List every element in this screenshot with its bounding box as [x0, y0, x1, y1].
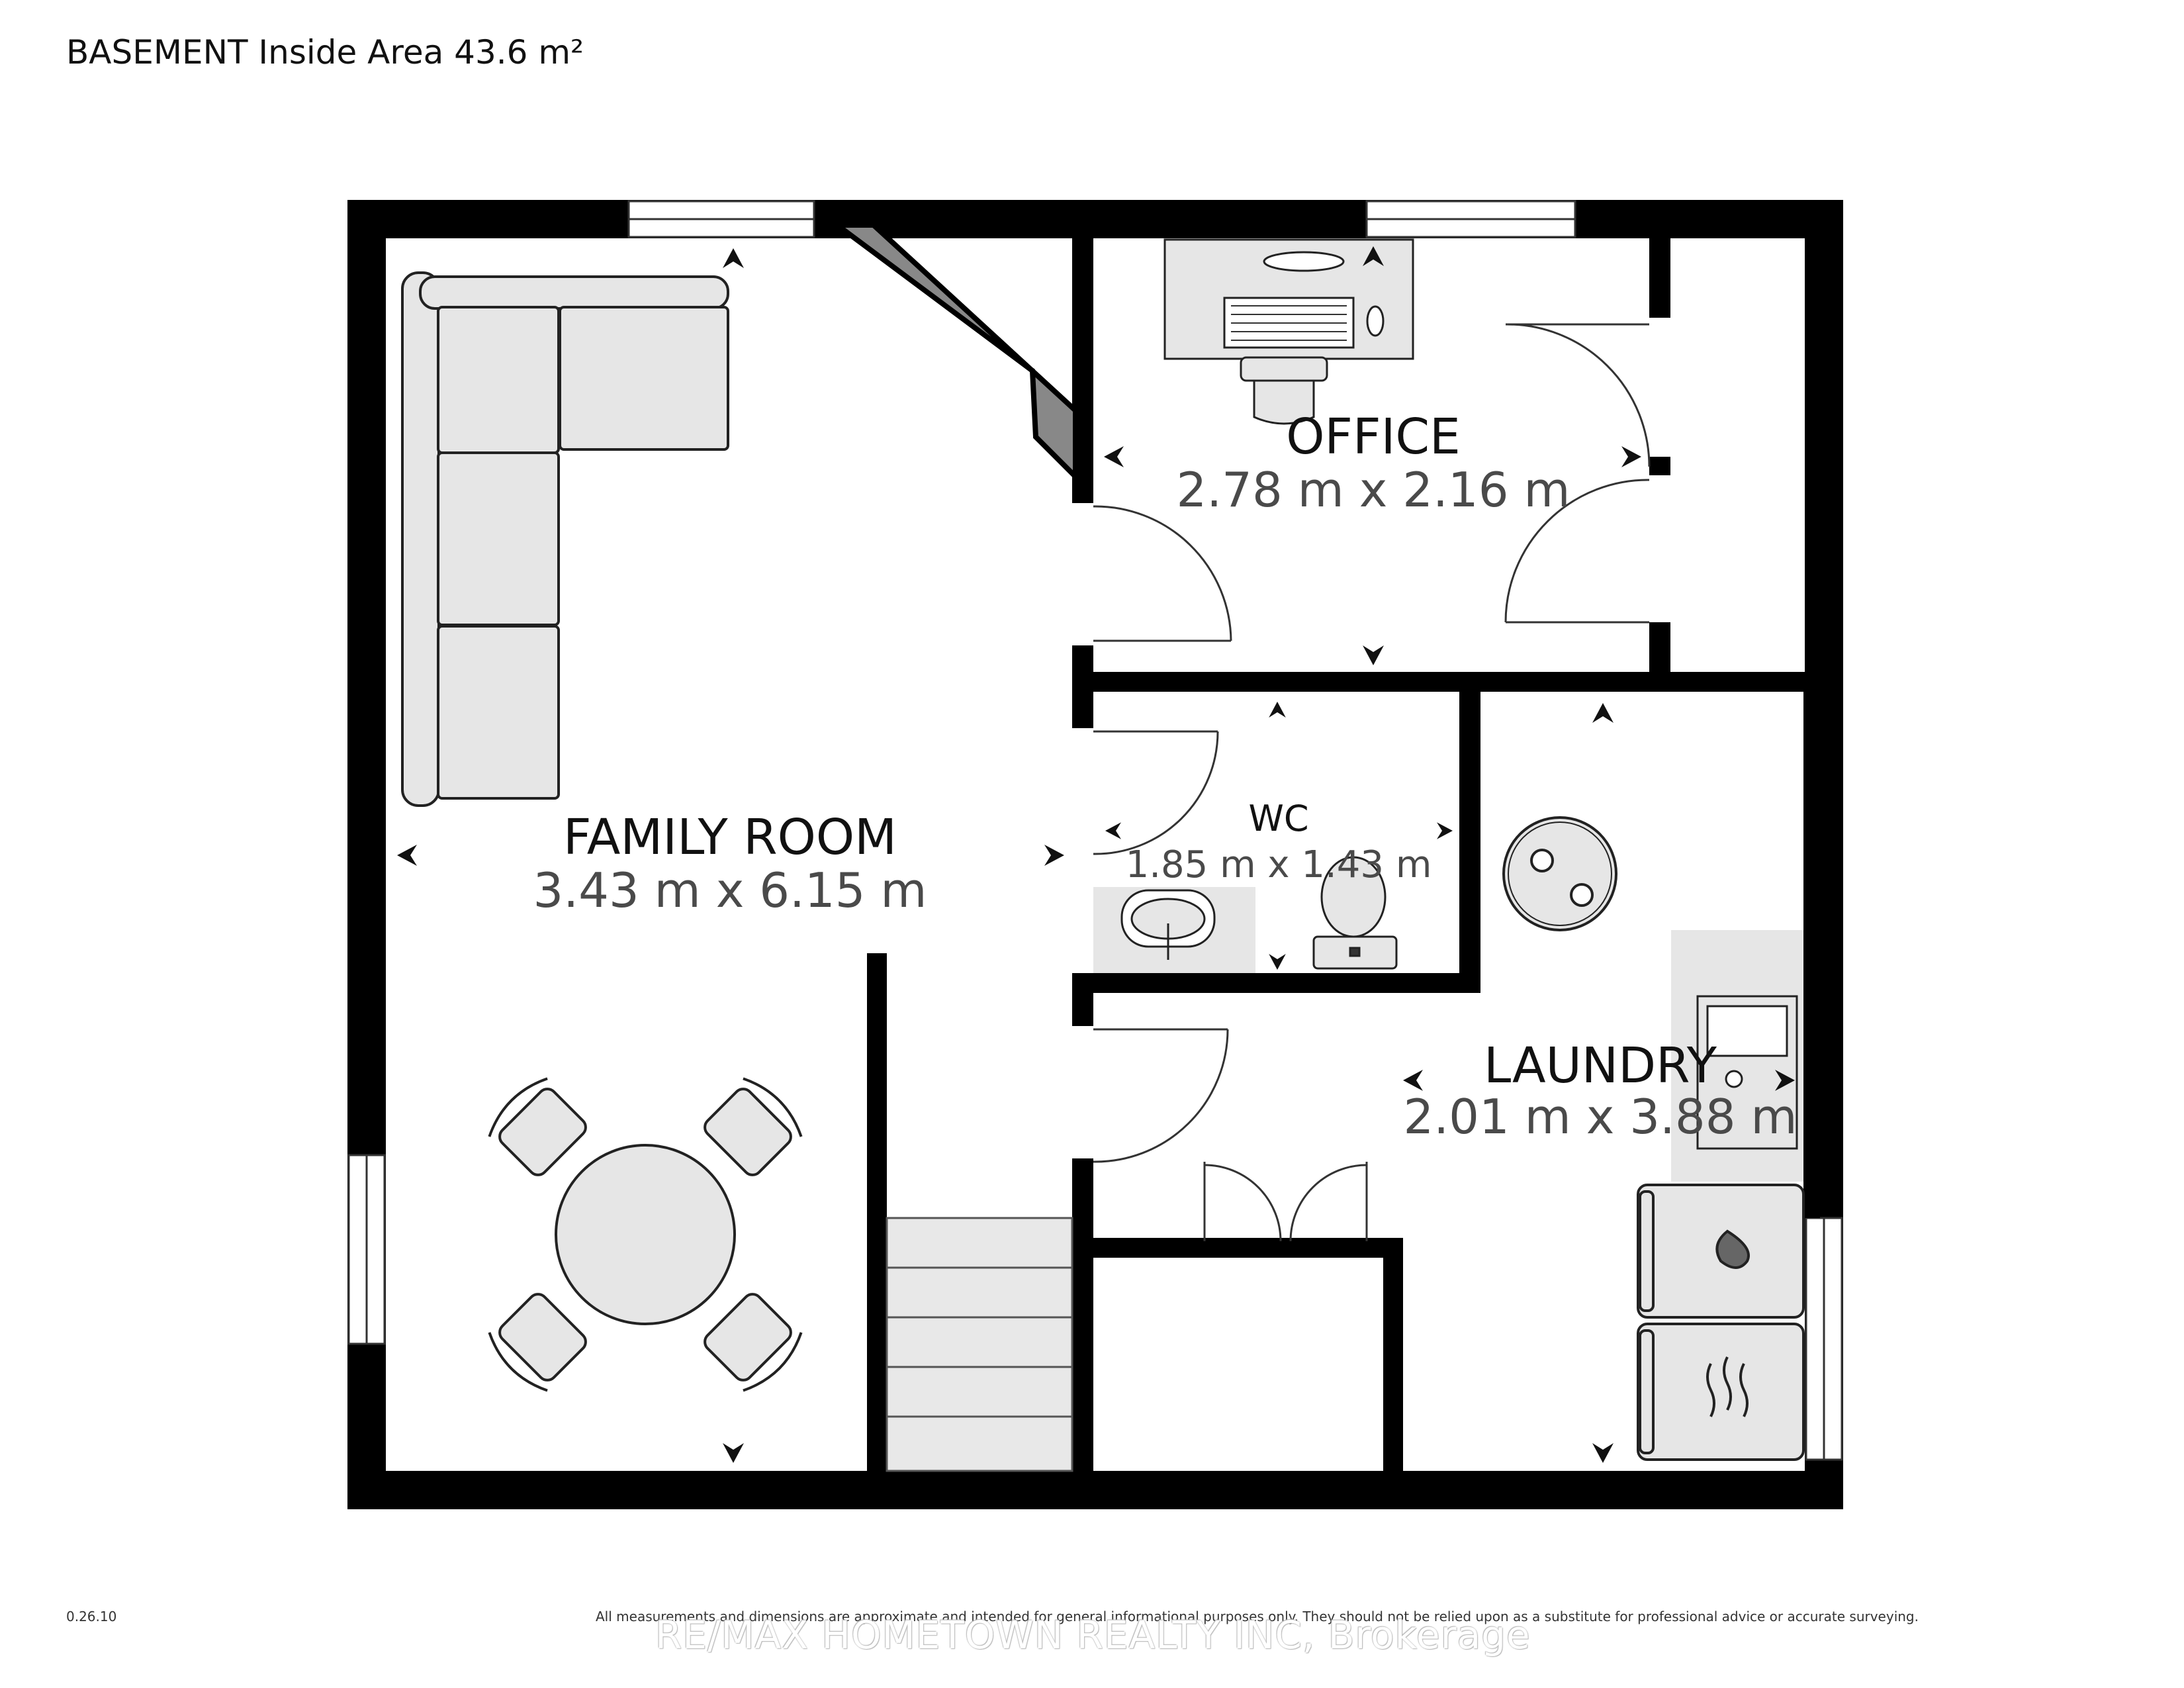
family-room-name: FAMILY ROOM: [563, 809, 897, 866]
dimension-arrow-icon: [1621, 446, 1641, 467]
dimension-arrow-icon: [723, 1443, 744, 1463]
door-laundry: [1093, 1028, 1229, 1163]
door-storage-double: [1203, 1162, 1368, 1242]
dryer-icon: [1637, 1323, 1805, 1461]
dimension-arrow-icon: [1104, 446, 1124, 467]
door-closet-upper: [1505, 323, 1651, 467]
windows: [347, 200, 1843, 1461]
dimension-arrow-icon: [1269, 954, 1286, 970]
sink-icon: [1093, 887, 1255, 973]
diagonal-wall: [829, 222, 1078, 483]
laundry-dimensions: 2.01 m x 3.88 m: [1403, 1089, 1797, 1145]
office-dimensions: 2.78 m x 2.16 m: [1176, 462, 1570, 518]
laundry-name: LAUNDRY: [1484, 1037, 1717, 1094]
office-name: OFFICE: [1286, 408, 1461, 465]
laundry-sink-icon: [1671, 930, 1803, 1182]
plan-title: BASEMENT Inside Area 43.6 m²: [66, 33, 584, 71]
door-family-office: [1093, 505, 1232, 642]
dimension-arrow-icon: [1044, 845, 1064, 866]
door-closet-lower: [1504, 479, 1650, 624]
dimension-arrow-icon: [1363, 645, 1384, 665]
dimension-arrow-icon: [1269, 702, 1286, 718]
dimension-arrow-icon: [1437, 822, 1453, 839]
water-heater-icon: [1502, 816, 1617, 931]
washer-icon: [1637, 1184, 1805, 1319]
interior-walls: [867, 232, 1820, 1476]
dimension-arrow-icon: [1105, 822, 1121, 839]
wc-dimensions: 1.85 m x 1.43 m: [1126, 843, 1432, 886]
disclaimer-text: All measurements and dimensions are appr…: [596, 1609, 1919, 1624]
dimension-arrow-icon: [1403, 1070, 1423, 1091]
version-label: 0.26.10: [66, 1609, 117, 1624]
stairs-icon: [886, 1217, 1073, 1472]
door-wc: [1093, 730, 1219, 855]
doors: [1093, 323, 1651, 1242]
office-chair-icon: [1240, 356, 1328, 425]
wc-name: WC: [1248, 798, 1308, 839]
dimension-arrow-icon: [723, 248, 744, 268]
dimension-arrow-icon: [397, 845, 417, 866]
dimension-arrow-icon: [1592, 703, 1614, 723]
dining-table-icon: [488, 1077, 803, 1392]
toilet-icon: [1312, 856, 1398, 970]
sofa-icon: [401, 271, 729, 807]
room-labels: FAMILY ROOM 3.43 m x 6.15 m OFFICE 2.78 …: [533, 408, 1797, 1145]
brokerage-watermark: RE/MAX HOMETOWN REALTY INC, Brokerage: [655, 1613, 1531, 1658]
dimension-arrow-icon: [1592, 1443, 1614, 1463]
family-room-dimensions: 3.43 m x 6.15 m: [533, 863, 927, 918]
